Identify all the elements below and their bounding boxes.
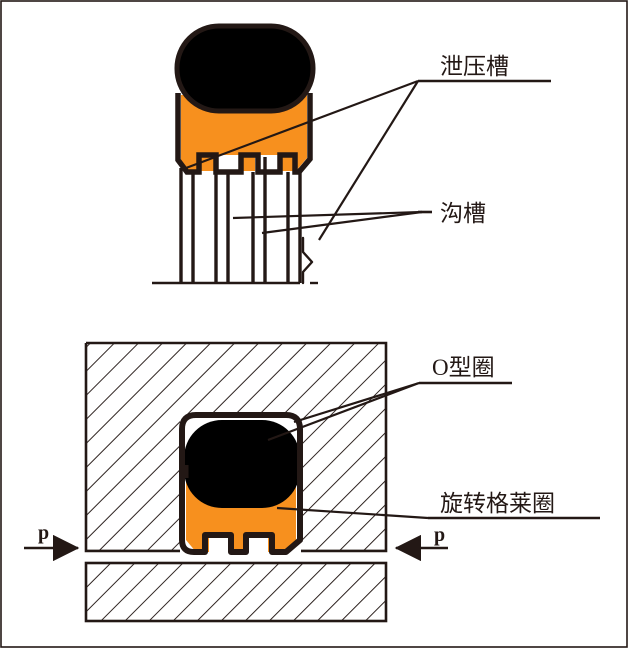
label-groove: 沟槽 <box>440 201 486 226</box>
leader-groove-1 <box>232 210 423 220</box>
leader-o-ring <box>267 381 420 442</box>
upper-glyd-ring-body <box>181 95 307 171</box>
pressure-label-right: p <box>434 524 445 546</box>
upper-o-ring <box>174 23 316 114</box>
leader-o-ring-2 <box>293 381 420 424</box>
lower-o-ring <box>184 420 300 508</box>
lower-housing-hatch-group <box>86 563 386 621</box>
upper-housing-hatch-group <box>86 343 386 551</box>
upper-glyd-ring-outline <box>175 93 313 175</box>
lower-labels-group: O型圈 旋转格莱圈 <box>419 355 600 520</box>
leader-relief-groove-2 <box>318 80 419 241</box>
label-o-ring: O型圈 <box>432 355 495 380</box>
lower-housing-block <box>86 563 386 621</box>
lower-housing-outline <box>84 561 388 623</box>
lower-relief-notch-1 <box>209 535 231 555</box>
leader-groove-2 <box>261 210 423 235</box>
lower-relief-notch-2 <box>246 535 268 555</box>
upper-housing-block <box>86 343 386 551</box>
lower-assembly-view: p p <box>24 341 448 623</box>
upper-section-break-line <box>301 236 314 285</box>
pressure-label-left: p <box>38 522 49 544</box>
upper-labels-group: 泄压槽 沟槽 <box>418 54 551 226</box>
label-relief-groove: 泄压槽 <box>440 54 509 79</box>
label-glyd-ring: 旋转格莱圈 <box>440 491 555 516</box>
pressure-arrow-left-group: p <box>24 522 80 562</box>
leader-glyd-ring <box>276 506 429 520</box>
upper-seal-detail-view <box>152 23 423 285</box>
leader-relief-groove-1 <box>185 79 419 170</box>
pressure-arrow-right-group: p <box>394 524 448 562</box>
